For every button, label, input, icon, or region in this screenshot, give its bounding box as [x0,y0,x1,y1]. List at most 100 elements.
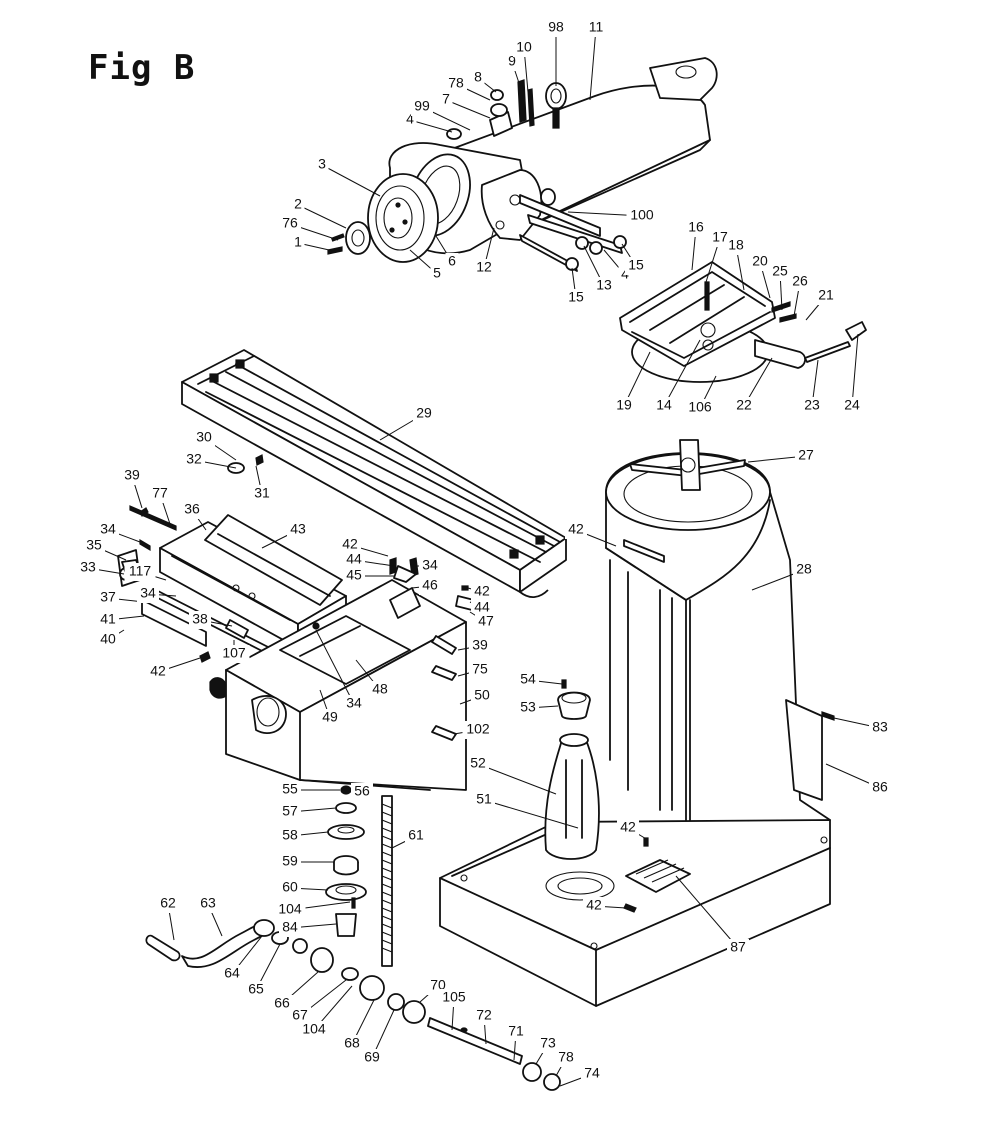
callout-14: 14 [653,339,701,415]
callout-backdrop [291,234,305,252]
callout-backdrop [613,397,635,415]
callout-25: 25 [769,263,791,311]
callout-49: 49 [319,689,341,727]
callout-53: 53 [517,699,559,717]
callout-73: 73 [535,1035,559,1065]
callout-number: 34 [140,585,156,601]
callout-83: 83 [833,717,891,737]
callout-backdrop [684,399,716,417]
callout-backdrop [251,485,273,503]
callout-number: 24 [844,397,860,413]
fasteners [121,507,649,913]
callout-number: 48 [372,681,388,697]
callout-backdrop [97,631,119,649]
callout-65: 65 [245,943,281,999]
callout-backdrop [121,467,143,485]
callout-backdrop [271,995,293,1013]
callout-18: 18 [725,237,747,291]
callout-number: 4 [406,111,414,127]
callout-number: 64 [224,965,240,981]
callout-number: 75 [472,661,488,677]
callout-number: 5 [433,265,441,281]
callout-backdrop [473,259,495,277]
callout-number: 52 [470,755,486,771]
callout-36: 36 [181,501,207,531]
callout-backdrop [625,257,647,275]
callout-backdrop [439,91,453,109]
leader-line [589,27,597,101]
callout-backdrop [555,1049,577,1067]
callout-21: 21 [805,287,837,321]
callout-number: 42 [150,663,166,679]
callout-backdrop [274,901,306,919]
callout-8: 8 [471,69,497,93]
callout-42: 42 [467,583,493,601]
callout-number: 6 [448,253,456,269]
callout-number: 44 [474,599,490,615]
callout-22: 22 [733,357,773,415]
callout-104: 104 [274,901,351,919]
callout-number: 59 [282,853,298,869]
callout-15: 15 [621,243,647,275]
callout-87: 87 [675,875,749,957]
callout-backdrop [291,196,305,214]
callout-number: 39 [124,467,140,483]
callout-number: 36 [184,501,200,517]
leader-line [297,242,339,253]
leader-line [297,204,347,229]
callout-backdrop [430,265,444,283]
callout-number: 84 [282,919,298,935]
callout-7: 7 [439,91,491,119]
callout-backdrop [505,53,519,71]
callout-number: 78 [448,75,464,91]
callout-43: 43 [261,521,309,549]
callout-backdrop [341,1035,363,1053]
callout-number: 19 [616,397,632,413]
leader-line [675,875,739,949]
callout-5: 5 [409,249,444,283]
callout-backdrop [369,681,391,699]
callout-number: 42 [474,583,490,599]
callout-backdrop [189,611,211,629]
callout-backdrop [419,577,441,595]
callout-number: 74 [584,1065,600,1081]
callout-backdrop [351,783,373,801]
callout-67: 67 [289,979,347,1025]
crank-shaft [145,919,561,1091]
callout-backdrop [475,613,497,631]
callout-number: 60 [282,879,298,895]
callout-number: 17 [712,229,728,245]
callout-backdrop [593,277,615,295]
callout-backdrop [467,755,489,773]
callout-42: 42 [617,819,649,841]
callout-100: 100 [567,207,658,225]
callout-number: 56 [354,783,370,799]
callout-number: 78 [558,1049,574,1065]
callout-15: 15 [565,267,587,307]
callout-backdrop [471,583,493,601]
callout-backdrop [795,447,817,465]
callout-number: 76 [282,215,298,231]
callout-backdrop [471,69,485,87]
callout-backdrop [727,939,749,957]
callout-backdrop [513,39,535,57]
callout-10: 10 [513,39,535,93]
callout-38: 38 [189,611,233,629]
bevel-gear-stack [325,785,367,937]
callout-number: 7 [442,91,450,107]
callout-backdrop [147,663,169,681]
callout-backdrop [279,827,301,845]
figure-title: Fig B [88,48,196,88]
callout-backdrop [279,853,301,871]
callout-117: 117 [124,563,167,581]
callout-69: 69 [361,1009,395,1067]
callout-backdrop [789,273,811,291]
callout-number: 38 [192,611,208,627]
callout-60: 60 [279,879,329,897]
callout-45: 45 [343,567,394,585]
callout-42: 42 [147,657,201,681]
callout-number: 61 [408,827,424,843]
callout-backdrop [505,1023,527,1041]
callout-backdrop [445,253,459,271]
callout-24: 24 [841,333,863,415]
